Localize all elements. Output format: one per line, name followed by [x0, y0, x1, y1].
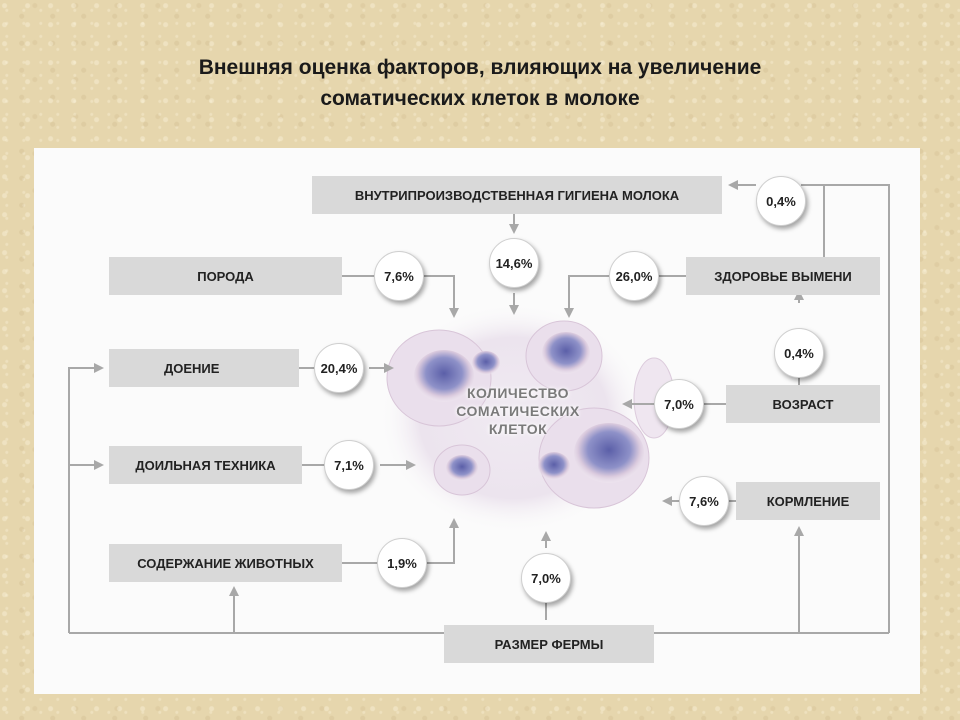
factor-breed-label: ПОРОДА: [197, 268, 254, 284]
value-equipment: 7,1%: [324, 440, 374, 490]
center-label-line-1: КОЛИЧЕСТВО: [466, 385, 570, 401]
value-milking: 20,4%: [314, 343, 364, 393]
factor-feeding-box: КОРМЛЕНИЕ: [736, 482, 880, 520]
factor-farm-size-label: РАЗМЕР ФЕРМЫ: [494, 636, 604, 652]
factor-udder-box: ЗДОРОВЬЕ ВЫМЕНИ: [686, 257, 880, 295]
value-housing: 1,9%: [377, 538, 427, 588]
factor-housing-box: СОДЕРЖАНИЕ ЖИВОТНЫХ: [109, 544, 342, 582]
factor-breed-box: ПОРОДА: [109, 257, 342, 295]
page-title: Внешняя оценка факторов, влияющих на уве…: [0, 52, 960, 114]
factor-hygiene-label: ВНУТРИПРОИЗВОДСТВЕННАЯ ГИГИЕНА МОЛОКА: [354, 187, 680, 203]
value-udder-to-hygiene: 0,4%: [756, 176, 806, 226]
value-age: 7,0%: [654, 379, 704, 429]
factor-equipment-label: ДОИЛЬНАЯ ТЕХНИКА: [135, 457, 276, 473]
center-label: КОЛИЧЕСТВО СОМАТИЧЕСКИХ КЛЕТОК: [438, 384, 598, 438]
cell-cluster-image: [379, 303, 675, 533]
value-hygiene: 14,6%: [489, 238, 539, 288]
factor-farm-size-box: РАЗМЕР ФЕРМЫ: [444, 625, 654, 663]
factor-age-label: ВОЗРАСТ: [772, 396, 834, 412]
factor-milking-label: ДОЕНИЕ: [164, 360, 220, 376]
diagram-connectors: [68, 180, 890, 634]
factor-housing-label: СОДЕРЖАНИЕ ЖИВОТНЫХ: [137, 555, 314, 571]
value-breed: 7,6%: [374, 251, 424, 301]
title-line-1: Внешняя оценка факторов, влияющих на уве…: [198, 56, 762, 79]
value-feeding: 7,6%: [679, 476, 729, 526]
factor-age-box: ВОЗРАСТ: [726, 385, 880, 423]
value-udder: 26,0%: [609, 251, 659, 301]
factor-udder-label: ЗДОРОВЬЕ ВЫМЕНИ: [714, 268, 852, 284]
factor-hygiene-box: ВНУТРИПРОИЗВОДСТВЕННАЯ ГИГИЕНА МОЛОКА: [312, 176, 722, 214]
center-label-line-3: КЛЕТОК: [488, 421, 548, 437]
factor-equipment-box: ДОИЛЬНАЯ ТЕХНИКА: [109, 446, 302, 484]
title-line-2: соматических клеток в молоке: [320, 87, 640, 110]
value-farm-size: 7,0%: [521, 553, 571, 603]
center-label-line-2: СОМАТИЧЕСКИХ: [456, 403, 580, 419]
diagram-panel: ВНУТРИПРОИЗВОДСТВЕННАЯ ГИГИЕНА МОЛОКА ПО…: [34, 148, 920, 694]
factor-feeding-label: КОРМЛЕНИЕ: [766, 493, 850, 509]
factor-milking-box: ДОЕНИЕ: [109, 349, 299, 387]
value-age-to-udder: 0,4%: [774, 328, 824, 378]
